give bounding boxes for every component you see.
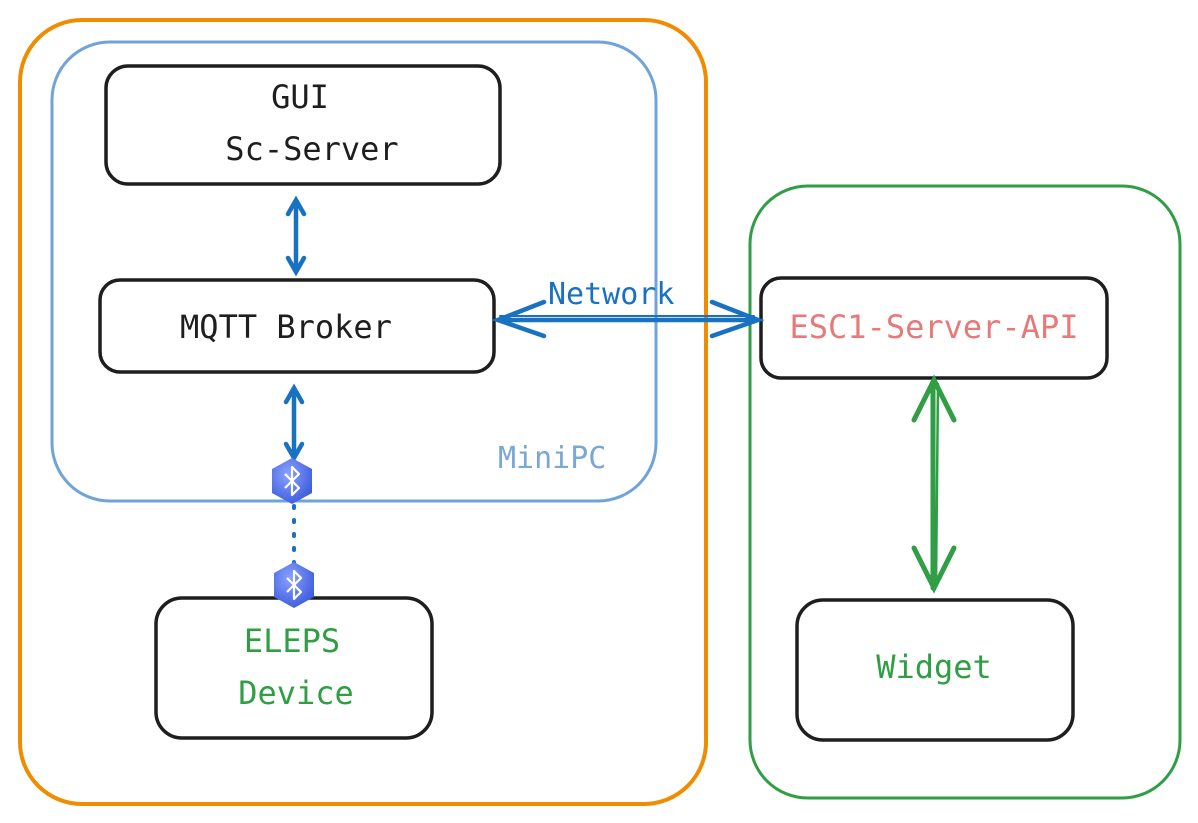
minipc-container [50,40,658,503]
server-container [748,184,1182,800]
mqtt-broker-box [98,278,496,374]
bluetooth-icon [274,562,314,608]
outer-container [18,18,708,806]
sc-server-label: Sc-Server [225,130,398,168]
eleps-device-box [154,596,434,740]
widget-label: Widget [876,648,992,686]
device-label: Device [238,674,354,712]
arrow-network [491,299,765,339]
arrow-gui-mqtt [285,195,307,277]
mqtt-broker-label: MQTT Broker [180,308,392,346]
widget-box [795,598,1075,742]
network-label: Network [548,277,674,312]
arrow-esc1-widget [911,374,957,594]
bluetooth-icon [272,458,312,504]
arrow-mqtt-bluetooth [283,383,305,463]
eleps-label: ELEPS [244,622,340,660]
minipc-label: MiniPC [498,441,606,476]
gui-label: GUI [271,78,329,116]
gui-sc-server-box [104,64,502,186]
esc1-server-api-label: ESC1-Server-API [790,308,1079,346]
